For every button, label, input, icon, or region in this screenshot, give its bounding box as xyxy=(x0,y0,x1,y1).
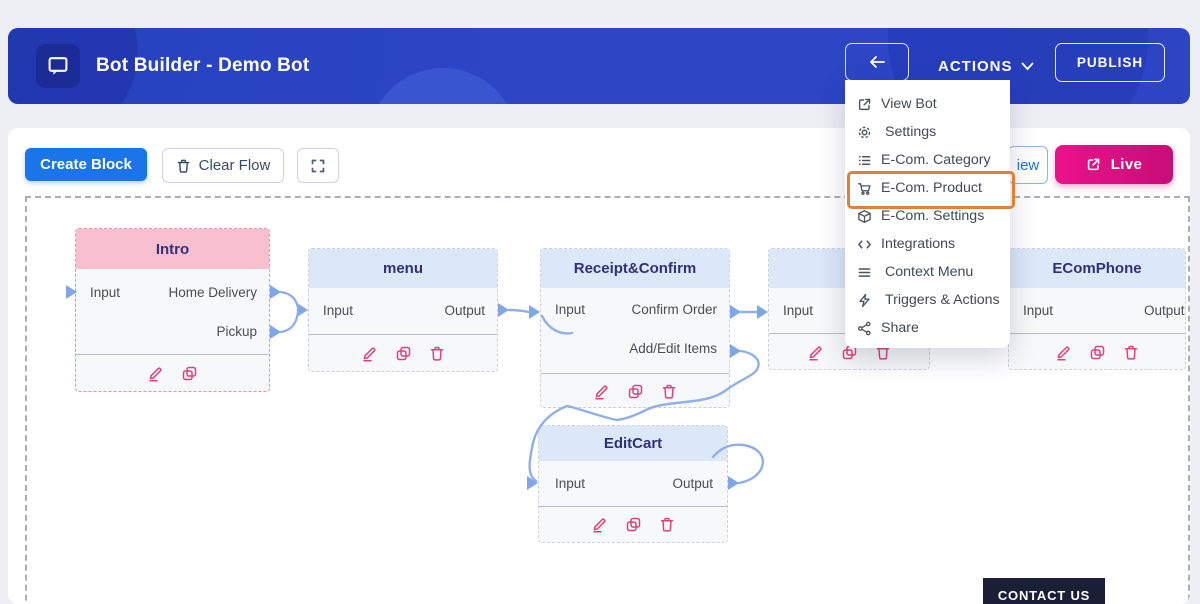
publish-button[interactable]: PUBLISH xyxy=(1055,43,1165,82)
delete-block-icon[interactable] xyxy=(1123,344,1139,361)
edit-block-icon[interactable] xyxy=(807,344,824,361)
menu-item-ecom-settings[interactable]: E-Com. Settings xyxy=(845,202,1010,230)
copy-block-icon[interactable] xyxy=(625,516,642,533)
gear-icon xyxy=(855,125,873,140)
clear-flow-label: Clear Flow xyxy=(198,157,271,174)
live-label: Live xyxy=(1110,156,1143,173)
port-input[interactable]: Input xyxy=(783,303,814,318)
menu-item-share[interactable]: Share xyxy=(845,314,1010,342)
port-output-confirm-order[interactable]: Confirm Order xyxy=(631,302,717,317)
external-link-icon xyxy=(855,97,873,112)
trash-icon xyxy=(177,159,190,173)
menu-item-view-bot[interactable]: View Bot xyxy=(845,90,1010,118)
header-decor-circle xyxy=(8,28,138,104)
contact-us-button[interactable]: CONTACT US xyxy=(983,578,1105,604)
block-title: EComPhone xyxy=(1009,249,1185,288)
delete-block-icon[interactable] xyxy=(429,345,445,362)
edit-block-icon[interactable] xyxy=(147,365,164,382)
back-button[interactable] xyxy=(845,43,909,81)
share-icon xyxy=(855,321,873,336)
delete-block-icon[interactable] xyxy=(661,383,677,400)
menu-item-settings[interactable]: Settings xyxy=(845,118,1010,146)
actions-label: ACTIONS xyxy=(938,57,1013,75)
copy-block-icon[interactable] xyxy=(181,365,198,382)
header-decor-circle xyxy=(368,68,518,104)
copy-block-icon[interactable] xyxy=(395,345,412,362)
flow-block-receipt-confirm[interactable]: Receipt&Confirm Input Confirm Order Add/… xyxy=(540,248,730,408)
chat-bubble-icon xyxy=(36,44,80,88)
delete-block-icon[interactable] xyxy=(659,516,675,533)
menu-item-integrations[interactable]: Integrations xyxy=(845,230,1010,258)
flow-block-ecomphone[interactable]: EComPhone Input Output xyxy=(1008,248,1186,370)
port-output[interactable]: Output xyxy=(444,303,485,318)
external-link-icon xyxy=(1087,158,1100,171)
menu-item-triggers-actions[interactable]: Triggers & Actions xyxy=(845,286,1010,314)
code-icon xyxy=(855,237,873,252)
block-title: Intro xyxy=(76,229,269,269)
block-title: EditCart xyxy=(539,426,727,461)
fullscreen-button[interactable] xyxy=(297,148,339,183)
flow-block-editcart[interactable]: EditCart Input Output xyxy=(538,425,728,543)
menu-item-ecom-category[interactable]: E-Com. Category xyxy=(845,146,1010,174)
block-title: Receipt&Confirm xyxy=(541,249,729,288)
edit-block-icon[interactable] xyxy=(591,516,608,533)
lightning-icon xyxy=(855,293,873,308)
port-input[interactable]: Input xyxy=(323,303,354,318)
port-input[interactable]: Input xyxy=(555,302,586,317)
edit-block-icon[interactable] xyxy=(361,345,378,362)
port-output-home-delivery[interactable]: Home Delivery xyxy=(168,285,257,300)
create-block-button[interactable]: Create Block xyxy=(25,148,147,181)
actions-menu-button[interactable]: ACTIONS xyxy=(938,28,1034,104)
actions-dropdown-menu: View Bot Settings E-Com. Category E-Com.… xyxy=(845,80,1015,348)
copy-block-icon[interactable] xyxy=(627,383,644,400)
port-output[interactable]: Output xyxy=(672,476,713,491)
copy-block-icon[interactable] xyxy=(1089,344,1106,361)
port-input[interactable]: Input xyxy=(555,476,586,491)
chevron-down-icon xyxy=(1021,62,1033,70)
arrow-left-icon xyxy=(870,56,885,68)
block-title: menu xyxy=(309,249,497,288)
category-list-icon xyxy=(855,153,873,168)
edit-block-icon[interactable] xyxy=(593,383,610,400)
package-icon xyxy=(855,209,873,224)
port-input[interactable]: Input xyxy=(1023,303,1054,318)
builder-panel: Create Block Clear Flow iew Live Intro I… xyxy=(8,128,1190,604)
flow-block-menu[interactable]: menu Input Output xyxy=(308,248,498,372)
port-output-pickup[interactable]: Pickup xyxy=(216,324,257,339)
fullscreen-icon xyxy=(311,159,325,172)
clear-flow-button[interactable]: Clear Flow xyxy=(162,148,284,183)
cart-icon xyxy=(855,181,873,196)
edit-block-icon[interactable] xyxy=(1055,344,1072,361)
menu-lines-icon xyxy=(855,265,873,280)
port-input[interactable]: Input xyxy=(90,285,121,300)
menu-item-ecom-product[interactable]: E-Com. Product xyxy=(845,174,1010,202)
menu-item-context-menu[interactable]: Context Menu xyxy=(845,258,1010,286)
preview-button-partial[interactable]: iew xyxy=(1008,146,1048,184)
live-button[interactable]: Live xyxy=(1055,145,1173,184)
port-output[interactable]: Output xyxy=(1144,303,1185,318)
app-header: Bot Builder - Demo Bot ACTIONS PUBLISH xyxy=(8,28,1190,104)
port-output-add-edit-items[interactable]: Add/Edit Items xyxy=(629,341,717,356)
flow-block-intro[interactable]: Intro Input Home Delivery Pickup xyxy=(75,228,270,392)
page-title: Bot Builder - Demo Bot xyxy=(96,55,310,76)
